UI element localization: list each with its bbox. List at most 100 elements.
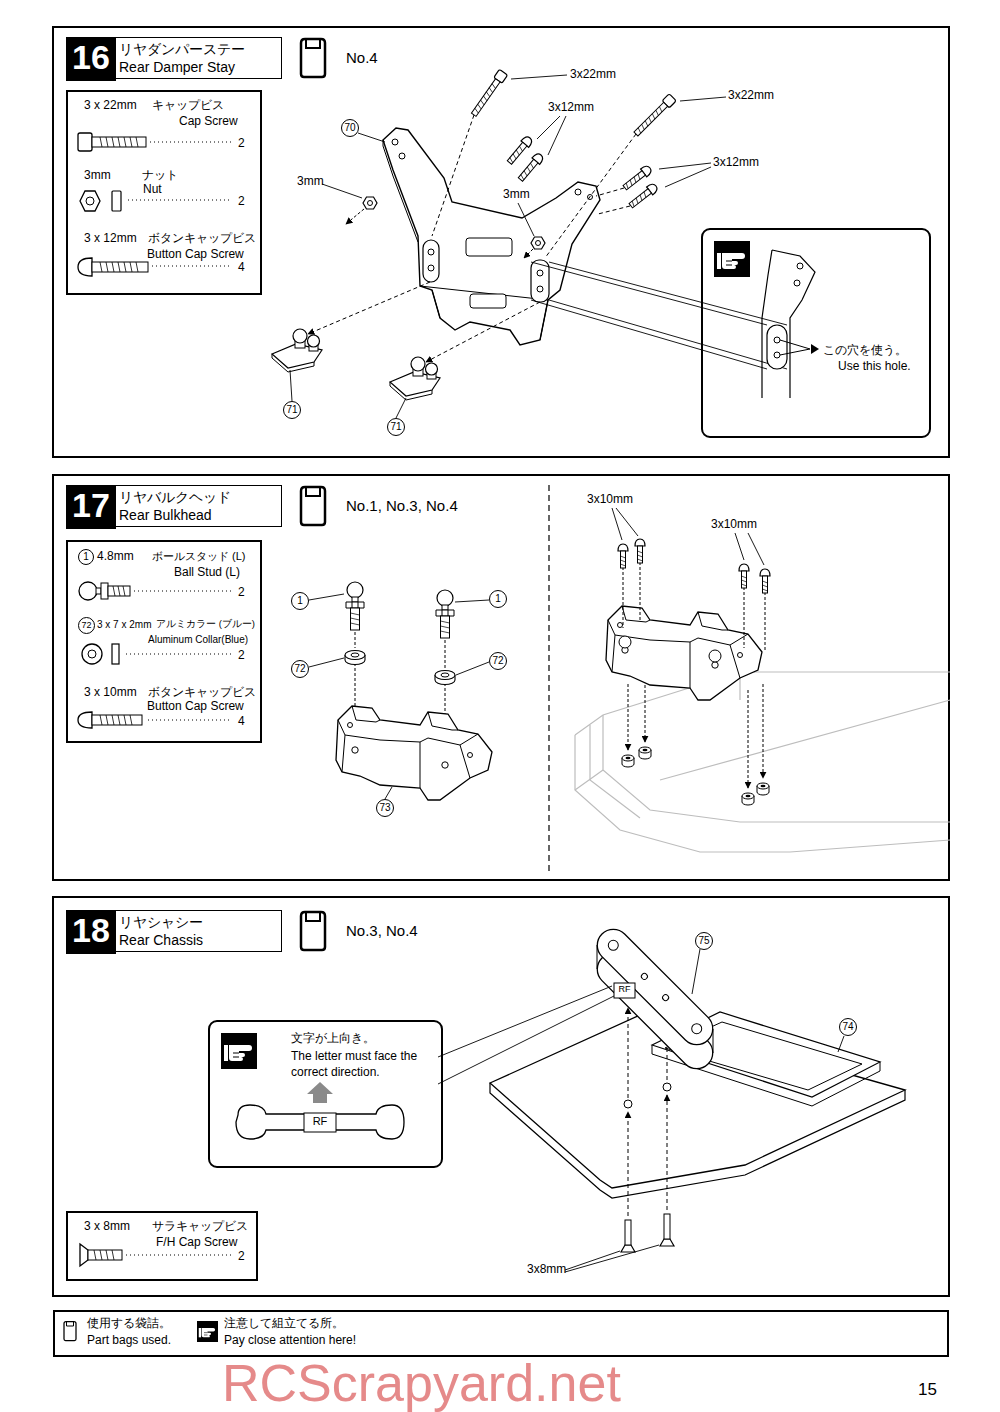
- parts-list-icon: [150, 142, 232, 143]
- parts-list-icon: [152, 266, 232, 267]
- step-panel: [53, 27, 949, 457]
- step-panel: [53, 27, 949, 1296]
- screw: [664, 1214, 670, 1239]
- leader-line: [396, 398, 406, 418]
- parts-list-text: 3 x 8mm: [84, 1220, 130, 1234]
- rear-bulkhead: [606, 606, 762, 700]
- leader-line: [692, 949, 700, 994]
- rear-bulkhead: [709, 650, 721, 662]
- parts-list-icon: [94, 1250, 114, 1260]
- parts-list-icon: [100, 262, 138, 272]
- parts-list-text: 4: [238, 715, 245, 729]
- part-bag-ref: No.3, No.4: [297, 910, 437, 952]
- parts-list-icon: [126, 654, 232, 655]
- step-title-text: リヤダンパーステー: [119, 41, 245, 57]
- nut: [531, 237, 545, 249]
- damper-stay: [383, 128, 600, 345]
- part-bag-ref-text: No.1, No.3, No.4: [346, 497, 458, 514]
- chassis-outline: [575, 672, 950, 852]
- leader-line: [456, 662, 489, 675]
- legend-footer: 使用する袋詰。Part bags used.注意して組立てる所。Pay clos…: [53, 1310, 949, 1357]
- leader-line: [455, 600, 489, 602]
- parts-list-icon: [78, 133, 92, 151]
- screw: [667, 1095, 668, 1210]
- callout-number: 75: [695, 932, 713, 950]
- leader-line: [548, 116, 566, 155]
- part-bag-icon: [64, 39, 325, 1341]
- parts-list-text: 72: [78, 617, 95, 634]
- parts-list-icon: [92, 137, 146, 147]
- parts-list-text: 4.8mm: [97, 550, 134, 564]
- leader-line: [511, 75, 567, 79]
- screw: [432, 115, 474, 236]
- callout-number: 72: [489, 652, 507, 670]
- rear-bulkhead: [606, 539, 770, 805]
- leader-line: [565, 1245, 659, 1272]
- rear-bulkhead: [765, 592, 766, 652]
- rear-bulkhead: [744, 587, 745, 648]
- step-number-text: 18: [66, 911, 116, 950]
- screw: [470, 69, 508, 117]
- parts-list-icon: [112, 644, 119, 664]
- legend-footer-text: 注意して組立てる所。: [224, 1317, 344, 1331]
- callout-detail: [794, 280, 800, 286]
- dimension-label: 3x12mm: [548, 101, 594, 115]
- screw: [628, 1112, 629, 1216]
- rear-bulkhead: [645, 680, 646, 742]
- parts-list-icon: [134, 591, 232, 592]
- parts-list-icon: [92, 715, 142, 725]
- dimension-label: 3x8mm: [527, 1263, 566, 1277]
- parts-list-text: 3mm: [84, 169, 111, 183]
- shock-mount: [640, 972, 648, 980]
- leader-line: [612, 508, 622, 540]
- screw: [596, 188, 624, 196]
- screw: [625, 1220, 631, 1245]
- legend-footer-text: 使用する袋詰。: [87, 1317, 171, 1331]
- leader-line: [680, 97, 726, 101]
- step-divider: [549, 485, 550, 875]
- parts-list-icon: [88, 1250, 122, 1260]
- leader-line: [565, 1251, 620, 1270]
- damper-stay: [470, 294, 506, 308]
- rear-bulkhead: [445, 640, 446, 668]
- parts-list-text: Cap Screw: [179, 115, 238, 129]
- part-bag-ref: No.1, No.3, No.4: [297, 485, 477, 527]
- attention-icon: [197, 1321, 218, 1342]
- step-number: 17: [66, 485, 116, 529]
- leader-line: [309, 508, 764, 799]
- part-bag-ref-text: No.4: [346, 49, 378, 66]
- watermark: RCScrapyard.net: [222, 1357, 621, 1409]
- dimension-label: 3mm: [297, 175, 324, 189]
- step-title: リヤシャシーRear Chassis: [110, 910, 282, 952]
- callout-note-text: Use this hole.: [838, 360, 911, 374]
- step-divider: [548, 485, 549, 875]
- parts-list-icon: [126, 1255, 232, 1256]
- ball-cup: [390, 357, 440, 400]
- dimension-label: 3x22mm: [570, 68, 616, 82]
- callout-detail: [767, 325, 787, 369]
- parts-list-text: 1: [78, 549, 94, 565]
- callout-detail: [780, 349, 810, 355]
- screw: [628, 1008, 629, 1098]
- parts-list-icon: [86, 197, 94, 205]
- rear-bulkhead: [763, 684, 764, 778]
- callout-note: この穴を使う。Use this hole.: [701, 228, 931, 438]
- leader-line: [531, 262, 767, 325]
- leader-line: [616, 508, 638, 536]
- part-bag-icon: [301, 487, 325, 525]
- screw: [598, 206, 630, 214]
- callout-detail: [774, 337, 780, 343]
- rear-bulkhead: [435, 671, 455, 685]
- parts-list-text: Button Cap Screw: [147, 248, 244, 262]
- dimension-label: 3x12mm: [713, 156, 759, 170]
- callout-detail: [762, 250, 819, 398]
- callout-number: 72: [291, 660, 309, 678]
- parts-list-icon: [96, 588, 101, 594]
- part-bag-icon: [64, 1322, 76, 1341]
- rear-bulkhead: [355, 632, 356, 648]
- parts-list-text: 3 x 12mm: [84, 232, 137, 246]
- nut: [363, 197, 377, 209]
- parts-list-icon: [128, 200, 232, 201]
- leader-line: [322, 184, 362, 198]
- shock-mount: [690, 1022, 704, 1036]
